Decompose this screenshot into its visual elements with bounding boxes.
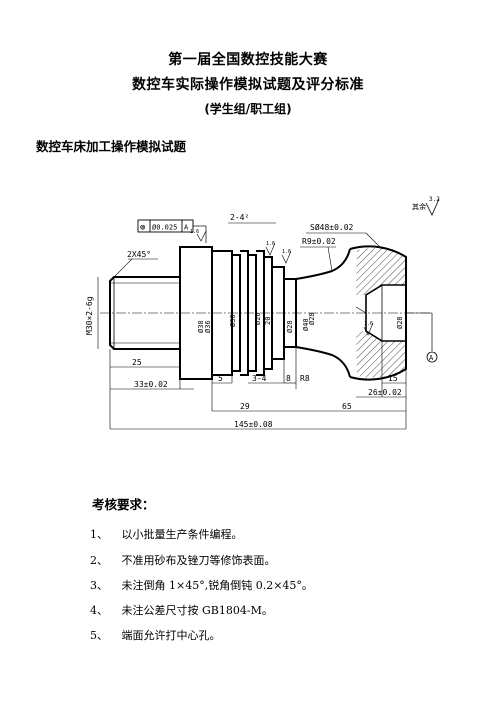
requirement-text: 未注公差尺寸按 GB1804-M。 [121, 604, 273, 617]
requirement-item: 5、 端面允许打中心孔。 [90, 627, 221, 643]
svg-text:25: 25 [132, 358, 142, 367]
requirement-item: 1、 以小批量生产条件编程。 [90, 526, 243, 542]
svg-text:A: A [429, 354, 434, 362]
requirement-item: 2、 不准用砂布及锉刀等修饰表面。 [90, 552, 276, 568]
svg-text:Ø40: Ø40 [302, 318, 310, 331]
svg-text:2-4²: 2-4² [230, 213, 249, 222]
diameter-labels: Ø38 Ø36 Ø30 Ø26 20 Ø28 Ø40 Ø28 Ø28 [197, 312, 404, 333]
svg-text:1.6: 1.6 [190, 229, 199, 235]
svg-text:A: A [184, 224, 189, 232]
requirement-item: 4、 未注公差尺寸按 GB1804-M。 [90, 602, 273, 618]
svg-text:15: 15 [388, 374, 398, 383]
svg-text:Ø0.025: Ø0.025 [152, 224, 177, 232]
requirement-number: 4、 [90, 604, 108, 617]
coaxiality-frame: ⊚ Ø0.025 A [137, 219, 207, 243]
svg-text:2X45°: 2X45° [127, 250, 151, 259]
svg-text:⊚: ⊚ [140, 223, 146, 233]
competition-title: 第一届全国数控技能大赛 [168, 52, 328, 68]
dimension-texts: 25 33±0.02 5 3-4 8 R8 15 26±0.02 29 65 1… [132, 358, 402, 429]
svg-text:SØ48±0.02: SØ48±0.02 [310, 222, 354, 232]
groove-callout: 2-4² [228, 213, 276, 224]
requirement-text: 不准用砂布及锉刀等修饰表面。 [121, 554, 276, 567]
svg-text:29: 29 [240, 402, 250, 411]
requirement-number: 2、 [90, 554, 108, 567]
svg-text:33±0.02: 33±0.02 [134, 380, 168, 389]
svg-text:Ø30: Ø30 [229, 314, 237, 327]
svg-text:8: 8 [286, 374, 291, 383]
requirement-item: 3、 未注倒角 1×45°,锐角倒钝 0.2×45°。 [90, 577, 313, 593]
svg-text:Ø36: Ø36 [204, 320, 212, 333]
roughness-other: 3.2 [429, 196, 440, 203]
roughness-note: 其余 [412, 202, 426, 211]
exam-title: 数控车实际操作模拟试题及评分标准 [132, 77, 364, 93]
requirement-text: 未注倒角 1×45°,锐角倒钝 0.2×45°。 [121, 579, 313, 592]
svg-text:Ø28: Ø28 [396, 316, 404, 329]
sphere-section [355, 248, 406, 378]
svg-text:26±0.02: 26±0.02 [368, 388, 402, 397]
svg-text:1.6: 1.6 [364, 321, 373, 327]
section-title: 数控车床加工操作模拟试题 [36, 139, 187, 154]
thread-label: M30×2-6g [85, 296, 94, 335]
roughness-other-symbol [425, 198, 440, 216]
requirement-number: 5、 [90, 629, 108, 642]
svg-text:Ø28: Ø28 [286, 320, 294, 333]
part-drawing: 其余 3.2 ⊚ Ø0.025 A [85, 196, 440, 430]
group-subtitle: (学生组/职工组) [204, 102, 292, 116]
svg-text:Ø38: Ø38 [197, 320, 205, 333]
requirement-text: 以小批量生产条件编程。 [121, 528, 243, 541]
svg-text:R8: R8 [300, 374, 310, 383]
requirements-heading: 考核要求： [92, 497, 155, 512]
svg-text:Ø28: Ø28 [308, 312, 316, 325]
svg-text:1.6: 1.6 [266, 241, 275, 247]
datum-symbol: A [406, 312, 438, 363]
part-outline [109, 245, 407, 381]
svg-text:Ø26: Ø26 [254, 312, 262, 325]
sphere-callout: SØ48±0.02 R9±0.02 [300, 222, 383, 272]
svg-text:65: 65 [342, 402, 352, 411]
requirement-text: 端面允许打中心孔。 [121, 629, 221, 642]
requirement-number: 1、 [90, 528, 108, 541]
svg-text:145±0.08: 145±0.08 [234, 420, 273, 429]
svg-text:5: 5 [218, 374, 223, 383]
dimension-lines [109, 341, 407, 430]
chamfer-callout: 2X45° [109, 250, 158, 282]
svg-text:20: 20 [264, 317, 272, 325]
svg-text:R9±0.02: R9±0.02 [302, 237, 336, 246]
svg-text:3-4: 3-4 [252, 374, 267, 383]
requirement-number: 3、 [90, 579, 108, 592]
roughness-marks: 1.6 1.6 1.6 1.6 [190, 229, 374, 336]
svg-text:1.6: 1.6 [282, 249, 291, 255]
